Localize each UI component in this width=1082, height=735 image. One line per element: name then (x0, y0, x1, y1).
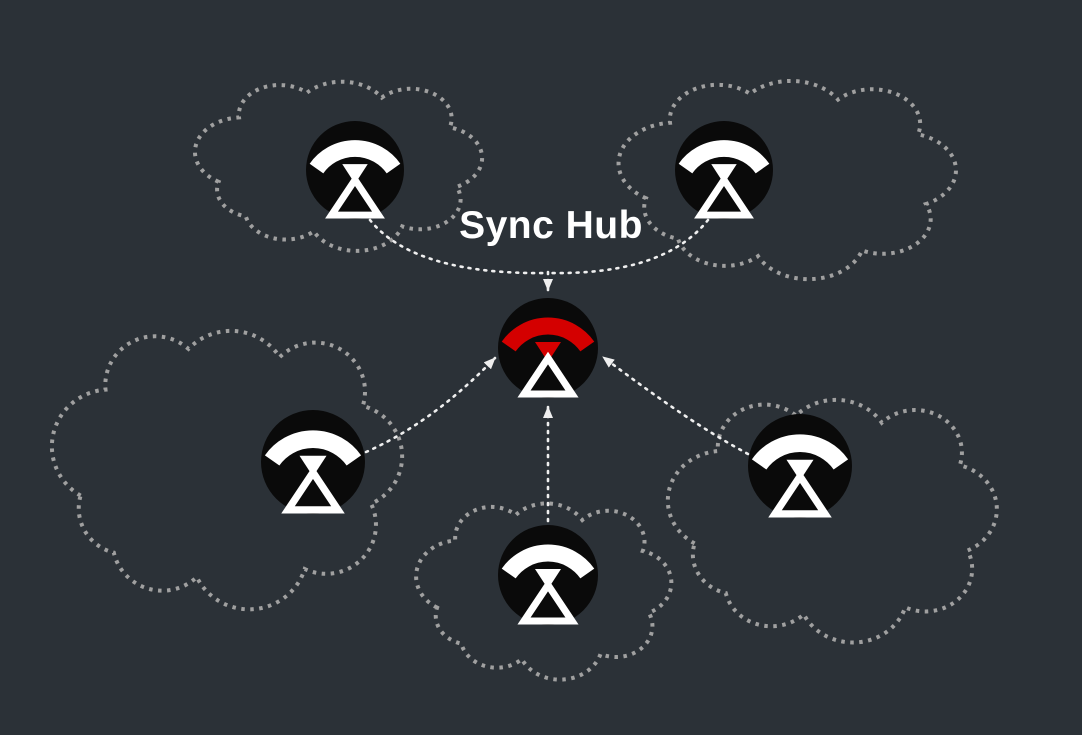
triangle-icon (281, 465, 345, 514)
wifi-arc-icon (501, 317, 595, 352)
peer-node-top-left (306, 121, 404, 219)
cloud-top-left (192, 79, 485, 253)
wifi-arc-icon (264, 430, 362, 466)
wifi-arc-icon (751, 434, 849, 470)
cloud-top-right (616, 78, 958, 282)
cloud-mid-right (665, 397, 999, 645)
arrow-layer (364, 218, 750, 523)
triangle-icon (325, 173, 385, 219)
peer-node-mid-right (748, 414, 852, 518)
diagram-title: Sync Hub (459, 204, 643, 247)
wifi-arc-icon (309, 140, 401, 174)
cloud-bottom (414, 501, 674, 682)
triangle-icon (694, 173, 754, 219)
cloud-layer (49, 78, 999, 682)
arrow-top-right-to-hub (549, 218, 710, 275)
wifi-arc-icon (678, 140, 770, 174)
wifi-arc-icon (501, 544, 595, 579)
triangle-icon (517, 351, 579, 398)
peer-node-mid-left (261, 410, 365, 514)
sync-hub-node (498, 298, 598, 398)
arrow-top-left-to-hub (368, 218, 547, 275)
arrow-mid-left-to-hub (364, 356, 497, 454)
triangle-icon (768, 469, 832, 518)
node-layer (261, 121, 852, 625)
arrow-mid-right-to-hub (601, 355, 750, 456)
triangle-icon (517, 578, 579, 625)
cloud-mid-left (49, 328, 405, 612)
peer-node-top-right (675, 121, 773, 219)
peer-node-bottom (498, 525, 598, 625)
